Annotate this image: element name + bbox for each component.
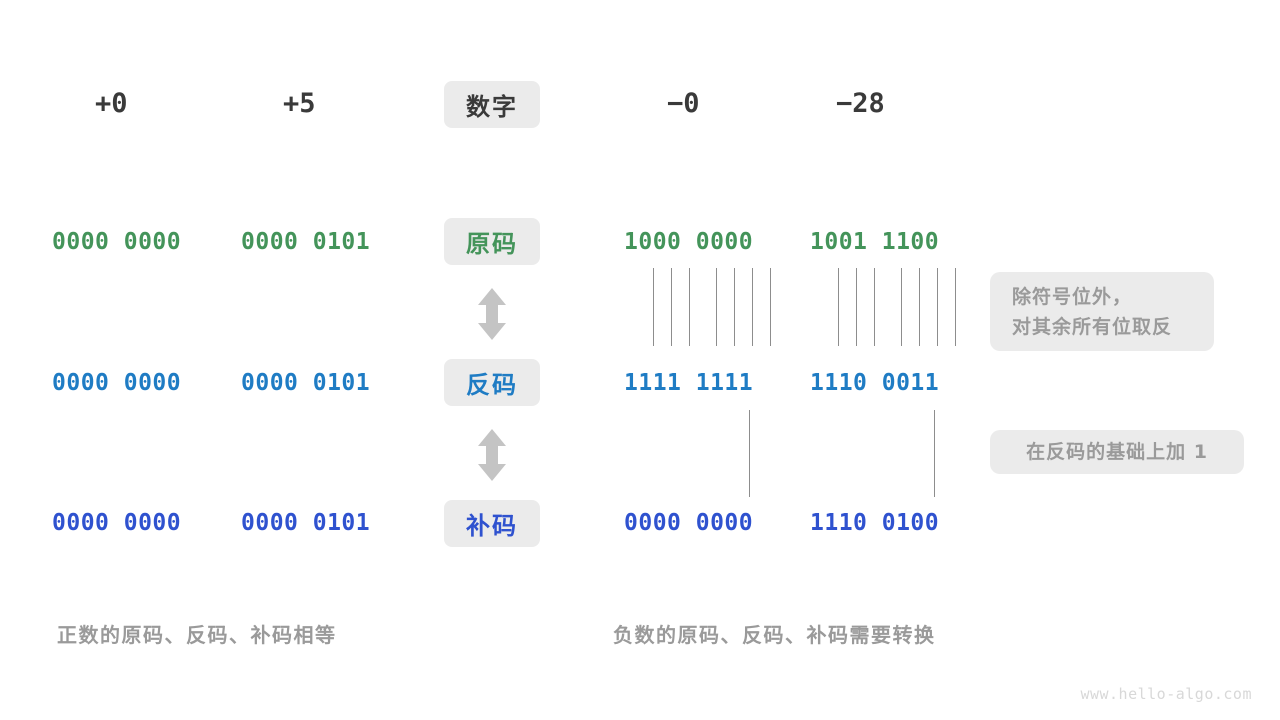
cell-ones-complement-neg-28: 1110 0011 (810, 370, 940, 396)
connector-tick (874, 268, 875, 346)
connector-tick (752, 268, 753, 346)
row-label-twos-complement: 补码 (444, 500, 540, 547)
connector-tick (734, 268, 735, 346)
row-label-sign-magnitude: 原码 (444, 218, 540, 265)
cell-sign-magnitude-pos-five: 0000 0101 (241, 229, 371, 255)
cell-twos-complement-neg-zero: 0000 0000 (624, 510, 754, 536)
cell-twos-complement-pos-five: 0000 0101 (241, 510, 371, 536)
connector-tick (671, 268, 672, 346)
connector-tick (749, 410, 750, 497)
note-invert-line-2: 对其余所有位取反 (1012, 315, 1173, 338)
note-invert-line-1: 除符号位外， (1012, 285, 1133, 308)
cell-sign-magnitude-pos-zero: 0000 0000 (52, 229, 182, 255)
connector-tick (716, 268, 717, 346)
note-add-one: 在反码的基础上加 1 (990, 430, 1244, 474)
column-header-neg-28: −28 (836, 88, 885, 119)
connector-tick (653, 268, 654, 346)
column-header-pos-zero: +0 (95, 88, 128, 119)
double-arrow-vertical-icon (475, 429, 509, 481)
cell-ones-complement-pos-zero: 0000 0000 (52, 370, 182, 396)
caption-negative: 负数的原码、反码、补码需要转换 (613, 623, 936, 647)
cell-ones-complement-pos-five: 0000 0101 (241, 370, 371, 396)
connector-tick (919, 268, 920, 346)
note-invert-bits: 除符号位外， 对其余所有位取反 (990, 272, 1214, 351)
connector-tick (856, 268, 857, 346)
cell-ones-complement-neg-zero: 1111 1111 (624, 370, 754, 396)
column-header-neg-zero: −0 (667, 88, 700, 119)
note-add-one-line-1: 在反码的基础上加 1 (1026, 441, 1208, 463)
caption-positive: 正数的原码、反码、补码相等 (57, 623, 337, 647)
row-label-ones-complement: 反码 (444, 359, 540, 406)
double-arrow-vertical-icon (475, 288, 509, 340)
connector-tick (934, 410, 935, 497)
cell-sign-magnitude-neg-28: 1001 1100 (810, 229, 940, 255)
row-label-header: 数字 (444, 81, 540, 128)
connector-tick (901, 268, 902, 346)
cell-twos-complement-pos-zero: 0000 0000 (52, 510, 182, 536)
connector-tick (770, 268, 771, 346)
column-header-pos-five: +5 (283, 88, 316, 119)
watermark: www.hello-algo.com (1080, 685, 1252, 703)
connector-tick (937, 268, 938, 346)
connector-tick (689, 268, 690, 346)
cell-sign-magnitude-neg-zero: 1000 0000 (624, 229, 754, 255)
cell-twos-complement-neg-28: 1110 0100 (810, 510, 940, 536)
connector-tick (955, 268, 956, 346)
connector-tick (838, 268, 839, 346)
